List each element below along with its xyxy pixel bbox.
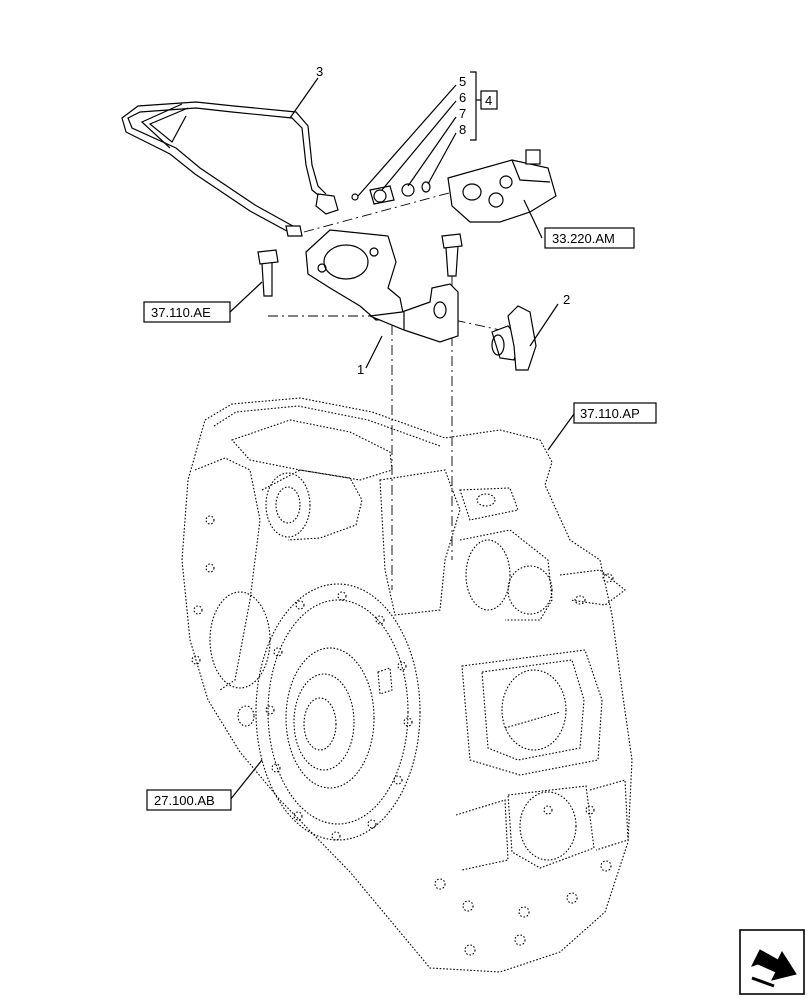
ref-label-33-220-am: 33.220.AM — [552, 231, 615, 246]
lever-part-2 — [491, 305, 537, 371]
ref-box-33-220-am[interactable]: 33.220.AM — [544, 227, 635, 249]
callout-5: 5 — [459, 74, 466, 89]
callout-8: 8 — [459, 122, 466, 137]
bolts — [257, 233, 463, 297]
callout-3: 3 — [316, 64, 323, 79]
leader-lines — [229, 71, 575, 801]
callout-4: 4 — [485, 93, 492, 108]
ref-box-37-110-ap[interactable]: 37.110.AP — [573, 402, 657, 424]
ref-box-27-100-ab[interactable]: 27.100.AB — [146, 789, 232, 811]
tube-part-3 — [121, 101, 339, 237]
transmission-housing — [181, 397, 633, 973]
fittings-5-8 — [351, 181, 431, 205]
callout-6: 6 — [459, 90, 466, 105]
callout-2: 2 — [563, 292, 570, 307]
bracket-part-1 — [305, 229, 459, 343]
callout-labels: 3 5 6 7 8 1 2 — [316, 64, 570, 377]
ref-label-27-100-ab: 27.100.AB — [154, 793, 215, 808]
ref-box-37-110-ae[interactable]: 37.110.AE — [143, 301, 231, 323]
ref-label-37-110-ae: 37.110.AE — [151, 305, 211, 320]
callout-4-box[interactable]: 4 — [480, 90, 498, 110]
valve-block — [447, 149, 557, 223]
ref-label-37-110-ap: 37.110.AP — [580, 406, 640, 421]
callout-7: 7 — [459, 106, 466, 121]
callout-1: 1 — [357, 362, 364, 377]
next-page-arrow-icon[interactable] — [739, 929, 805, 995]
